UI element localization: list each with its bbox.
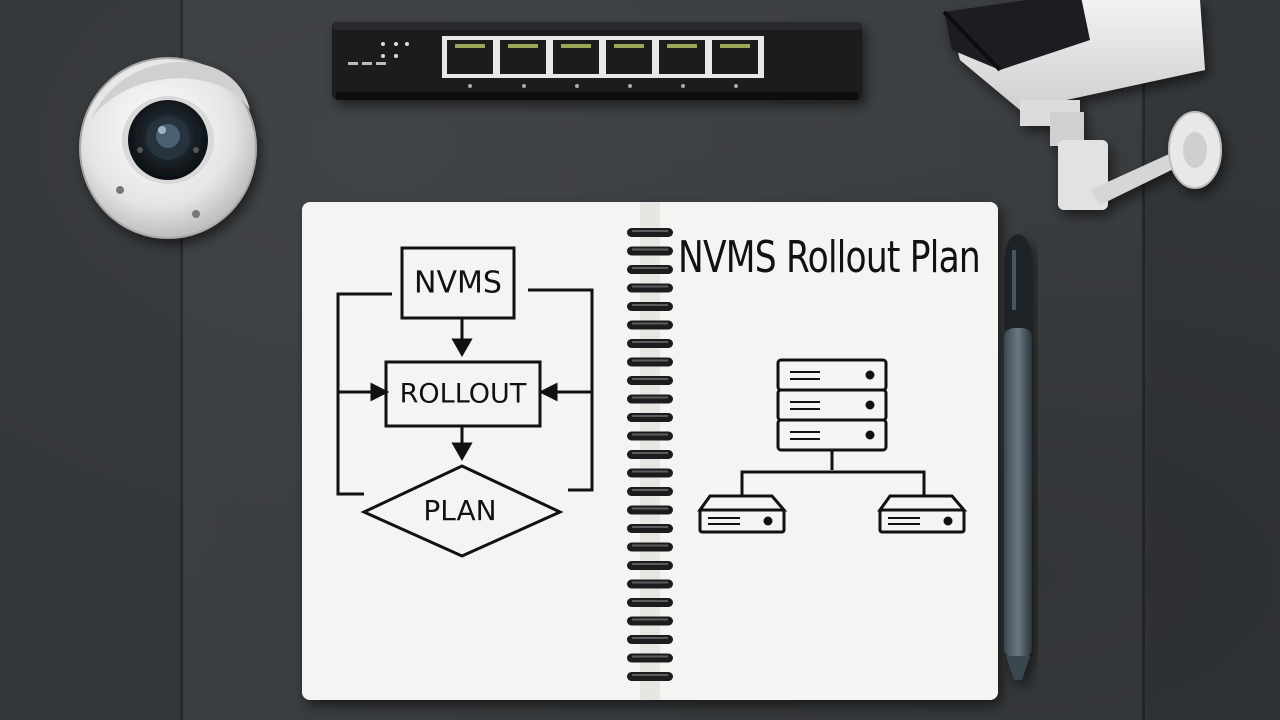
spiral-ring	[627, 653, 673, 663]
spiral-ring	[627, 616, 673, 626]
flowchart-label-rollout: ROLLOUT	[400, 379, 527, 410]
spiral-ring	[627, 561, 673, 570]
board-seam	[180, 0, 183, 720]
spiral-ring	[627, 431, 673, 441]
board-seam	[1142, 0, 1145, 720]
server-diagram	[697, 358, 968, 534]
dome-camera	[79, 57, 257, 239]
spiral-ring	[627, 487, 673, 496]
network-switch	[332, 22, 862, 100]
spiral-ring	[627, 283, 673, 293]
pen	[1004, 234, 1032, 680]
flowchart-box-nvms	[400, 246, 516, 320]
spiral-ring	[627, 579, 673, 589]
spiral-ring	[627, 320, 673, 330]
spiral-ring	[627, 635, 673, 644]
flowchart-label-plan: PLAN	[423, 494, 496, 527]
spiral-binding	[627, 228, 673, 681]
spiral-ring	[627, 450, 673, 459]
spiral-ring	[627, 357, 673, 367]
spiral-ring	[627, 505, 673, 515]
flowchart	[336, 246, 594, 558]
spiral-ring	[627, 542, 673, 552]
spiral-ring	[627, 302, 673, 311]
spiral-ring	[627, 598, 673, 607]
spiral-ring	[627, 339, 673, 348]
flowchart-label-nvms: NVMS	[414, 266, 502, 301]
flowchart-diamond-plan	[360, 464, 564, 558]
spiral-ring	[627, 413, 673, 422]
page-title: NVMS Rollout Plan	[678, 232, 980, 283]
spiral-ring	[627, 265, 673, 274]
status-leds	[348, 42, 409, 65]
bullet-camera	[942, 0, 1222, 210]
spiral-ring	[627, 394, 673, 404]
ethernet-ports	[447, 40, 758, 74]
spiral-ring	[627, 228, 673, 237]
spiral-ring	[627, 246, 673, 256]
spiral-ring	[627, 524, 673, 533]
spiral-ring	[627, 376, 673, 385]
spiral-ring	[627, 468, 673, 478]
spiral-ring	[627, 672, 673, 681]
